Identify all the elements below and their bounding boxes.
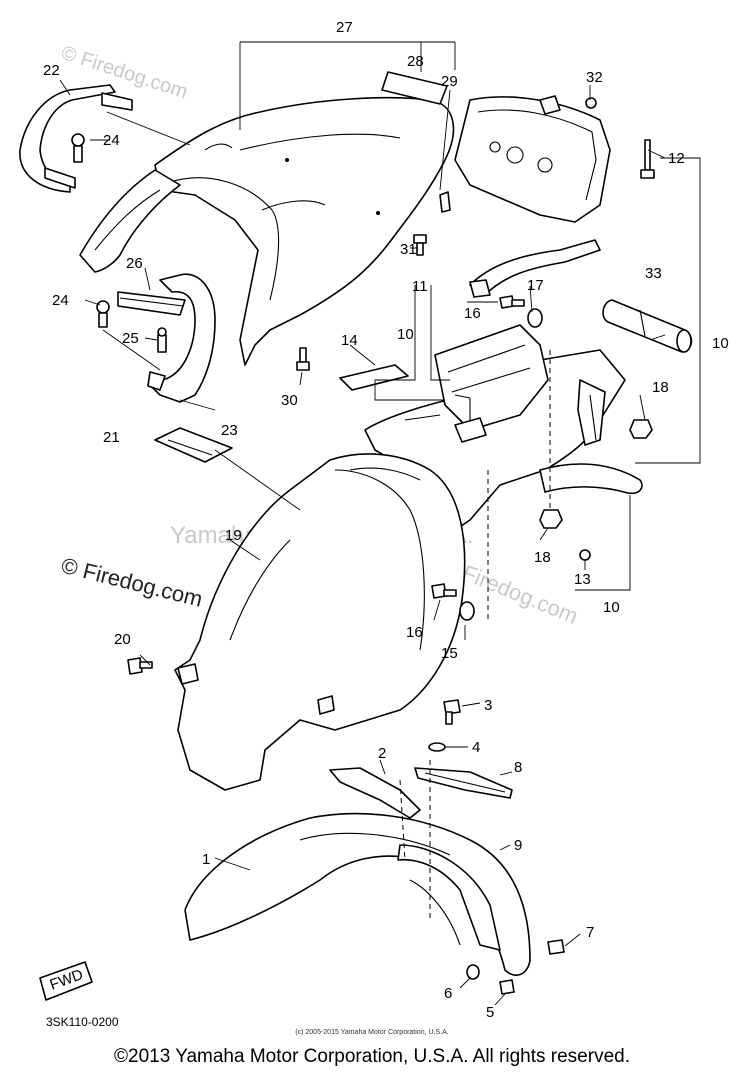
callout: 31	[400, 241, 417, 258]
callout: 16	[464, 305, 481, 322]
watermark-left: © Firedog.com	[59, 553, 205, 612]
callout: 4	[472, 739, 480, 756]
collar-15	[459, 601, 475, 621]
bolt-24-top	[71, 133, 85, 163]
fwd-arrow-icon: FWD	[39, 961, 93, 1001]
callout: 12	[668, 150, 685, 167]
callout: 24	[52, 292, 69, 309]
rear-fender	[174, 453, 466, 791]
callout: 27	[336, 19, 353, 36]
nut-18-upper	[629, 419, 653, 439]
callout: 9	[514, 837, 522, 854]
collar-17	[527, 308, 543, 328]
callout: 2	[378, 745, 386, 762]
callout: 21	[103, 429, 120, 446]
bolt-3	[443, 699, 461, 725]
callout: 10	[603, 599, 620, 616]
seat	[154, 96, 455, 366]
dashed-guide-3	[399, 779, 406, 861]
callout: 6	[444, 985, 452, 1002]
callout: 24	[103, 132, 120, 149]
bolt-20	[127, 657, 153, 675]
bolt-24-lower	[96, 300, 110, 328]
callout: 18	[534, 549, 551, 566]
bracket-2	[329, 767, 421, 819]
callout: 18	[652, 379, 669, 396]
seat-frame-left	[79, 169, 181, 273]
front-fender	[184, 812, 531, 976]
callout: 25	[122, 330, 139, 347]
clip-29	[439, 191, 451, 213]
nut-32	[585, 97, 597, 109]
callout: 10	[712, 335, 729, 352]
washer-6	[466, 964, 480, 980]
taillight-housing	[454, 95, 611, 223]
callout: 20	[114, 631, 131, 648]
callout: 22	[43, 62, 60, 79]
plate-21	[154, 427, 233, 463]
callout: 7	[586, 924, 594, 941]
callout-labels: 1 2 3 4 5 6 7 8 9 10 10 10 11 12 13 14 1…	[43, 19, 729, 1021]
callout: 1	[202, 851, 210, 868]
bolt-25	[157, 327, 167, 353]
callout: 5	[486, 1004, 494, 1021]
bolt-16-upper	[499, 295, 525, 309]
callout: 3	[484, 697, 492, 714]
callout: 8	[514, 759, 522, 776]
callout: 30	[281, 392, 298, 409]
callout: 23	[221, 422, 238, 439]
leader-lines	[59, 41, 701, 1006]
washer-4	[428, 742, 446, 752]
grab-bar-left	[19, 84, 133, 193]
callout: 13	[574, 571, 591, 588]
callout: 15	[441, 645, 458, 662]
small-copyright: (c) 2005-2015 Yamaha Motor Corporation, …	[295, 1029, 449, 1036]
callout: 28	[407, 53, 424, 70]
callout: 16	[406, 624, 423, 641]
nut-18-lower	[539, 509, 563, 529]
grab-bar-right	[117, 273, 216, 403]
callout: 19	[225, 527, 242, 544]
callout: 32	[586, 69, 603, 86]
bolt-5	[499, 979, 515, 995]
callout: 10	[397, 326, 414, 343]
callout: 26	[126, 255, 143, 272]
copyright-footer: ©2013 Yamaha Motor Corporation, U.S.A. A…	[114, 1046, 630, 1067]
callout: 29	[441, 73, 458, 90]
callout: 11	[412, 278, 428, 295]
label-28	[381, 71, 448, 105]
bolt-30	[296, 347, 310, 371]
callout: 33	[645, 265, 662, 282]
bolt-7	[547, 939, 565, 955]
tool-bag	[602, 299, 693, 353]
bolt-12	[640, 139, 655, 179]
damper-14	[339, 364, 409, 391]
bolt-31	[413, 234, 427, 256]
callout: 17	[527, 277, 544, 294]
diagram-code: 3SK110-0200	[46, 1015, 119, 1029]
bracket-8	[414, 767, 513, 799]
callout: 14	[341, 332, 358, 349]
fender-flap	[539, 463, 643, 495]
bolt-16-lower	[431, 583, 457, 599]
washer-13	[579, 549, 591, 561]
stay-bracket	[469, 239, 601, 296]
